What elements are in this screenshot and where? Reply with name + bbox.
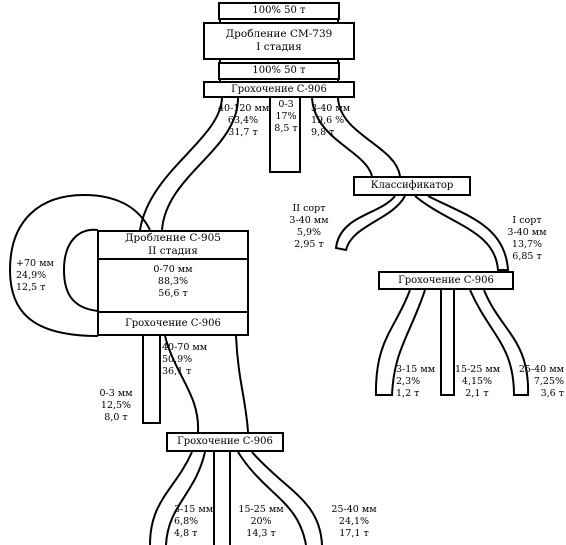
screen2-out-stream — [164, 335, 249, 433]
crusher-stage2-stage: II стадия — [148, 245, 198, 257]
screen-right-title: Грохочение С-906 — [398, 274, 494, 286]
right-out-3 — [469, 289, 530, 396]
screen1-title: Грохочение С-906 — [231, 83, 327, 95]
mid-flow-label: 100% 50 т — [252, 65, 306, 76]
right-out-1 — [374, 289, 426, 396]
bottom-out-3 — [237, 451, 323, 545]
bottom-out-2 — [213, 452, 231, 545]
bottom-out-1 — [149, 451, 206, 545]
screen2-box: Грохочение С-906 — [97, 311, 249, 336]
crusher-stage1-box: Дробление СМ-739 I стадия — [203, 22, 355, 60]
grade1-stream — [414, 195, 510, 271]
crusher-stage2-title: Дробление С-905 — [125, 232, 221, 245]
coarse-stream — [139, 97, 239, 231]
classifier-title: Классификатор — [370, 180, 454, 191]
classifier-box: Классификатор — [353, 176, 471, 196]
grade2-stream — [334, 195, 406, 252]
fine-stream — [269, 98, 301, 173]
screen3-title: Грохочение С-906 — [177, 436, 273, 447]
top-flow-label: 100% 50 т — [252, 5, 306, 16]
recycle-loop — [8, 193, 151, 337]
stage2-to-screen2 — [97, 258, 249, 311]
screen3-box: Грохочение С-906 — [166, 432, 284, 452]
screen2-fine-stream — [142, 336, 161, 424]
top-flow-box: 100% 50 т — [218, 2, 340, 20]
right-out-2 — [440, 290, 455, 396]
medium-stream — [311, 97, 401, 177]
crusher-stage1-stage: I стадия — [256, 41, 302, 53]
screen2-title: Грохочение С-906 — [125, 317, 221, 329]
mid-flow-box: 100% 50 т — [218, 62, 340, 80]
crusher-stage1-title: Дробление СМ-739 — [225, 28, 333, 41]
crusher-stage2-box: Дробление С-905 II стадия — [97, 230, 249, 260]
screen1-box: Грохочение С-906 — [203, 81, 355, 98]
screen-right-box: Грохочение С-906 — [378, 271, 514, 290]
